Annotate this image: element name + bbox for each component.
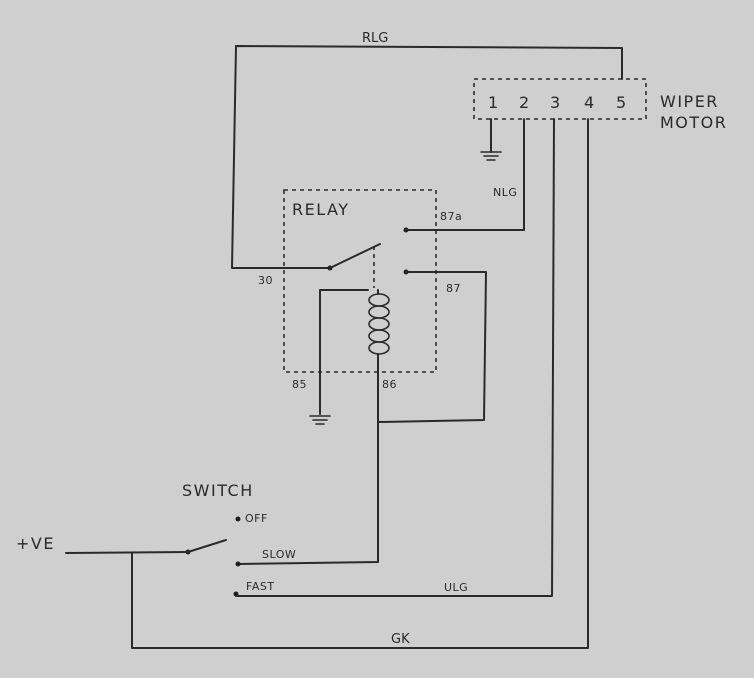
relay-box — [283, 189, 437, 373]
relay-pin-87a-label: 87a — [440, 210, 462, 223]
motor-ground-icon — [480, 151, 502, 161]
motor-terminal-5: 5 — [616, 93, 628, 112]
motor-terminal-block — [473, 78, 647, 120]
switch-title: SWITCH — [182, 481, 254, 500]
relay-pin-30-label: 30 — [258, 274, 273, 287]
wire-label-ulg: ULG — [444, 581, 468, 594]
switch-off-label: OFF — [245, 512, 268, 525]
wire-ulg — [235, 118, 555, 597]
motor-title-line2: MOTOR — [660, 113, 727, 132]
switch-fast-label: FAST — [246, 580, 275, 593]
wire-label-nlg: NLG — [493, 186, 517, 199]
switch-lever — [187, 539, 227, 553]
relay-pin-87-label: 87 — [446, 282, 461, 295]
relay-pin-85-label: 85 — [292, 378, 307, 391]
motor-terminal-2: 2 — [519, 93, 531, 112]
relay-armature — [329, 243, 381, 269]
motor-terminal-4: 4 — [584, 93, 596, 112]
wire-label-gk: GK — [391, 632, 410, 647]
relay-ground-icon — [309, 415, 331, 425]
wire-gk — [131, 118, 589, 649]
relay-coil-icon — [368, 293, 390, 355]
wire-87-loop — [377, 271, 487, 423]
switch-slow-contact — [235, 561, 241, 567]
wire-86-slow — [237, 353, 379, 565]
wire-supply — [65, 551, 189, 554]
motor-title-line1: WIPER — [660, 92, 719, 111]
coil-85-wire — [319, 289, 369, 377]
motor-terminal-3: 3 — [550, 93, 562, 112]
wire-label-rlg: RLG — [362, 31, 388, 46]
switch-slow-label: SLOW — [262, 548, 296, 561]
wire-nlg — [405, 118, 525, 231]
supply-label: +VE — [16, 534, 55, 553]
switch-off-contact — [235, 516, 241, 522]
wire-rlg — [231, 45, 623, 269]
relay-pin-86-label: 86 — [382, 378, 397, 391]
relay-title: RELAY — [292, 200, 349, 219]
motor-terminal-1: 1 — [488, 93, 500, 112]
